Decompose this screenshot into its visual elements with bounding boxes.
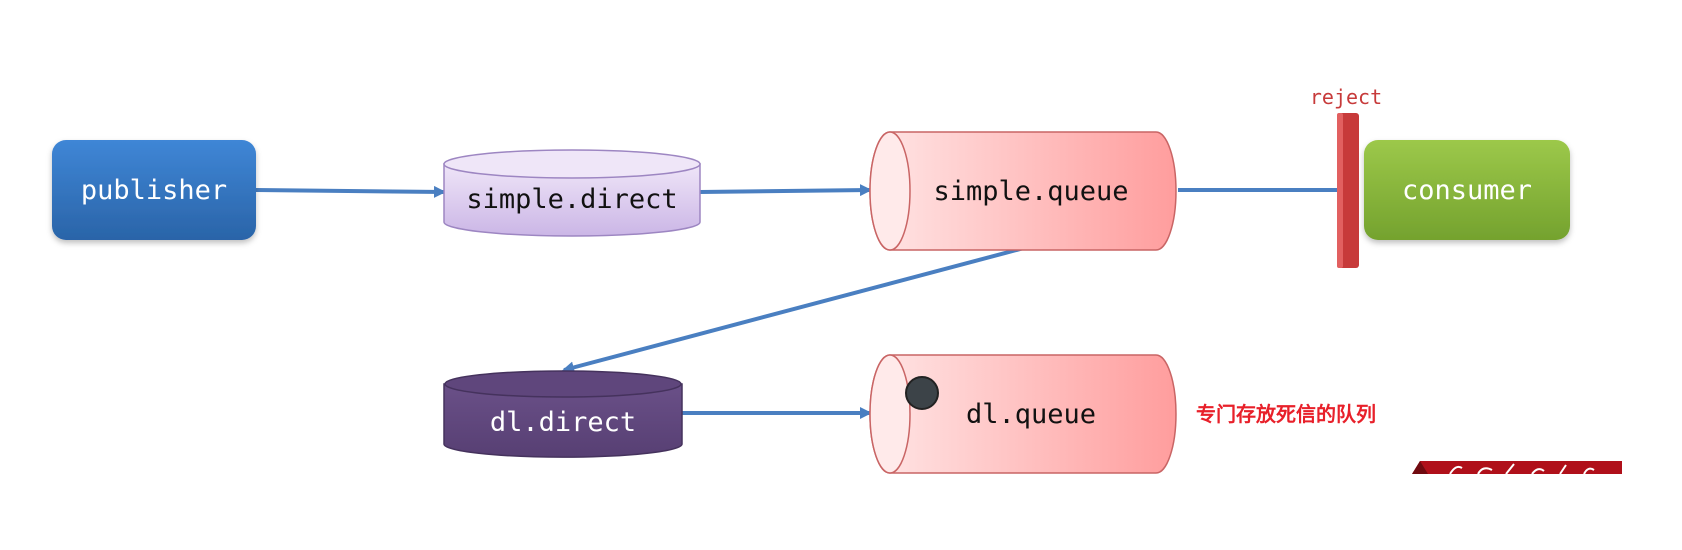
reject-barrier: reject [1310,85,1382,268]
dl-direct-label: dl.direct [490,407,636,438]
simple-direct-label: simple.direct [466,184,677,215]
dl-direct-node: dl.direct [443,370,683,458]
consumer-node: consumer [1364,140,1570,240]
consumer-label: consumer [1402,175,1532,206]
simple-direct-node: simple.direct [443,149,701,237]
simple-queue-node: simple.queue [869,131,1177,251]
reject-label: reject [1310,85,1382,109]
dl-queue-label: dl.queue [966,399,1096,430]
edge-simple-direct-to-simple-queue [699,184,872,197]
dead-letter-queue-annotation: 专门存放死信的队列 [1196,402,1376,426]
publisher-node: publisher [52,140,256,240]
publisher-label: publisher [81,175,227,206]
dl-queue-node: dl.queue [869,354,1177,474]
edge-simple-queue-to-dl-direct [562,246,1025,374]
edge-publisher-to-simple-direct [255,185,446,198]
corner-banner-logo [1412,461,1622,475]
message-dot [905,376,939,410]
simple-queue-label: simple.queue [933,176,1128,207]
edges [255,184,1340,419]
